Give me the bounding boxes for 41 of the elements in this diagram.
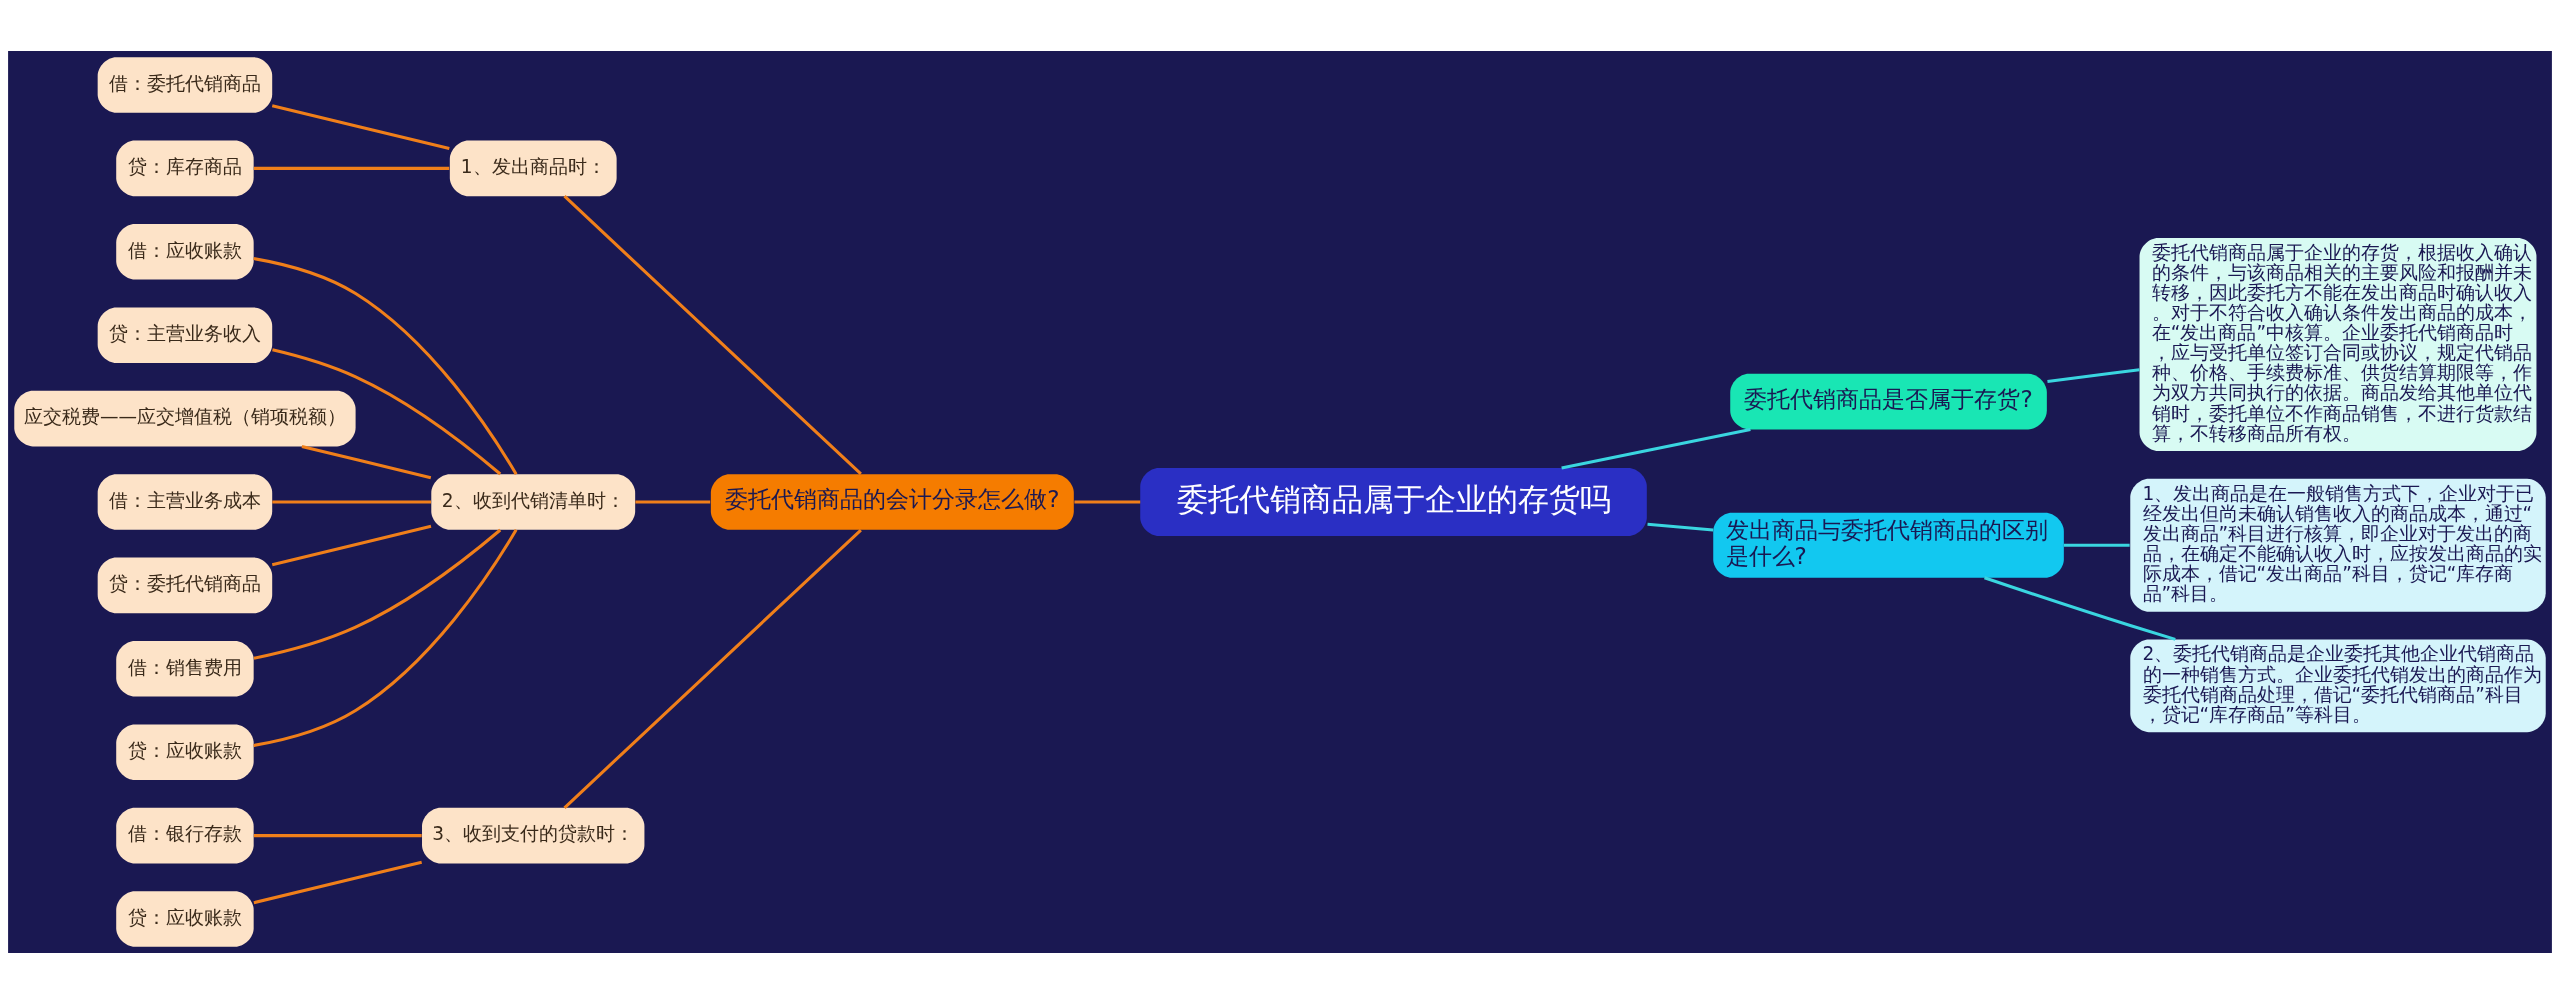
node-box: 贷：主营业务收入 xyxy=(97,306,273,363)
connector xyxy=(563,194,862,475)
node-box: 委托代销商品属于企业的存货，根据收入确认的条件，与该商品相关的主要风险和报酬并未转移，因此委托方不能在发出商品时确认收入。对于不符合收入确认条件发出商品的成本，在“发出商品”中核算。企业委托代销商品时，应与受托单位签订合同或协议，规定代销品种、价格、手续费标准、供货结算期限等，作为双方共同执行的依据。商品发给其他单位代销时，委托单位不作商品销售，不进行货款结算，不转移商品所有权。 xyxy=(2139,237,2537,451)
connector xyxy=(301,444,432,479)
node-box: 贷：应收账款 xyxy=(116,890,254,947)
connector xyxy=(271,103,450,150)
connector xyxy=(1561,427,1751,470)
node-box: 借：委托代销商品 xyxy=(97,56,273,113)
connector xyxy=(272,347,502,475)
node-box: 1、发出商品是在一般销售方式下，企业对于已经发出但尚未确认销售收入的商品成本，通过“发出商品”科目进行核算，即企业对于发出的商品，在确定不能确认收入时，应按发出商品的实际成本，借记“发出商品”科目，贷记“库存商品”科目。 xyxy=(2130,478,2546,612)
connector xyxy=(272,499,431,504)
node-box: 委托代销商品属于企业的存货吗 xyxy=(1140,467,1647,536)
connector xyxy=(2047,367,2140,383)
connector xyxy=(563,528,862,809)
connector xyxy=(1984,575,2176,641)
connector xyxy=(253,166,450,170)
connector xyxy=(253,256,518,475)
node-box: 贷：应收账款 xyxy=(116,723,254,780)
connector xyxy=(271,524,432,566)
node-box: 发出商品与委托代销商品的区别是什么? xyxy=(1713,512,2064,578)
connector xyxy=(1647,522,1714,531)
node-box: 贷：库存商品 xyxy=(116,140,254,196)
node-box: 借：销售费用 xyxy=(116,640,254,697)
node-box: 借：主营业务成本 xyxy=(97,473,273,530)
node-box: 借：银行存款 xyxy=(116,807,254,863)
node-box: 2、委托代销商品是企业委托其他企业代销商品的一种销售方式。企业委托代销发出的商品作为委托代销商品处理，借记“委托代销商品”科目，贷记“库存商品”等科目。 xyxy=(2130,638,2546,732)
node-box: 贷：委托代销商品 xyxy=(97,557,273,613)
connector xyxy=(2063,543,2130,547)
node-box: 应交税费——应交增值税（销项税额） xyxy=(14,390,356,446)
connector xyxy=(253,528,502,660)
connector xyxy=(635,499,711,504)
node-box: 2、收到代销清单时： xyxy=(431,473,636,530)
node-box: 委托代销商品的会计分录怎么做? xyxy=(710,473,1074,530)
node-box: 3、收到支付的贷款时： xyxy=(422,807,645,863)
connector xyxy=(1074,499,1141,504)
node-box: 借：应收账款 xyxy=(116,223,254,280)
connector xyxy=(253,860,423,904)
node-box: 1、发出商品时： xyxy=(449,140,617,196)
node-box: 委托代销商品是否属于存货? xyxy=(1730,373,2047,429)
connector xyxy=(253,833,422,837)
connector xyxy=(253,528,518,747)
